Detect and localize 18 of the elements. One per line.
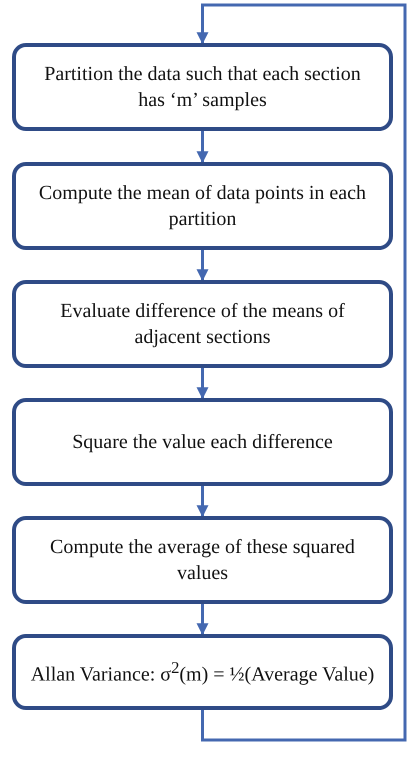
arrow: [196, 4, 406, 742]
process-box: [12, 398, 393, 486]
step-text: Partition the data such that each section has ‘m’ samples: [43, 62, 362, 113]
step-text: Square the value each difference: [72, 430, 333, 455]
arrow: [196, 250, 208, 282]
process-box: [12, 280, 393, 368]
process-box: [12, 162, 393, 250]
step-text: Evaluate difference of the means of adjacent sections: [59, 299, 346, 350]
step-text: Allan Variance: σ$^{2}$(m) = ½(Average Value): [30, 656, 374, 688]
step-text: Compute the average of these squared values: [49, 535, 356, 586]
arrow: [196, 604, 208, 636]
arrow: [196, 131, 208, 164]
process-box: [12, 634, 393, 710]
process-box: [12, 516, 393, 604]
arrow: [196, 368, 208, 400]
step-text: Compute the mean of data points in each partition: [38, 181, 368, 232]
process-box: [12, 43, 393, 131]
arrow: [196, 486, 208, 518]
